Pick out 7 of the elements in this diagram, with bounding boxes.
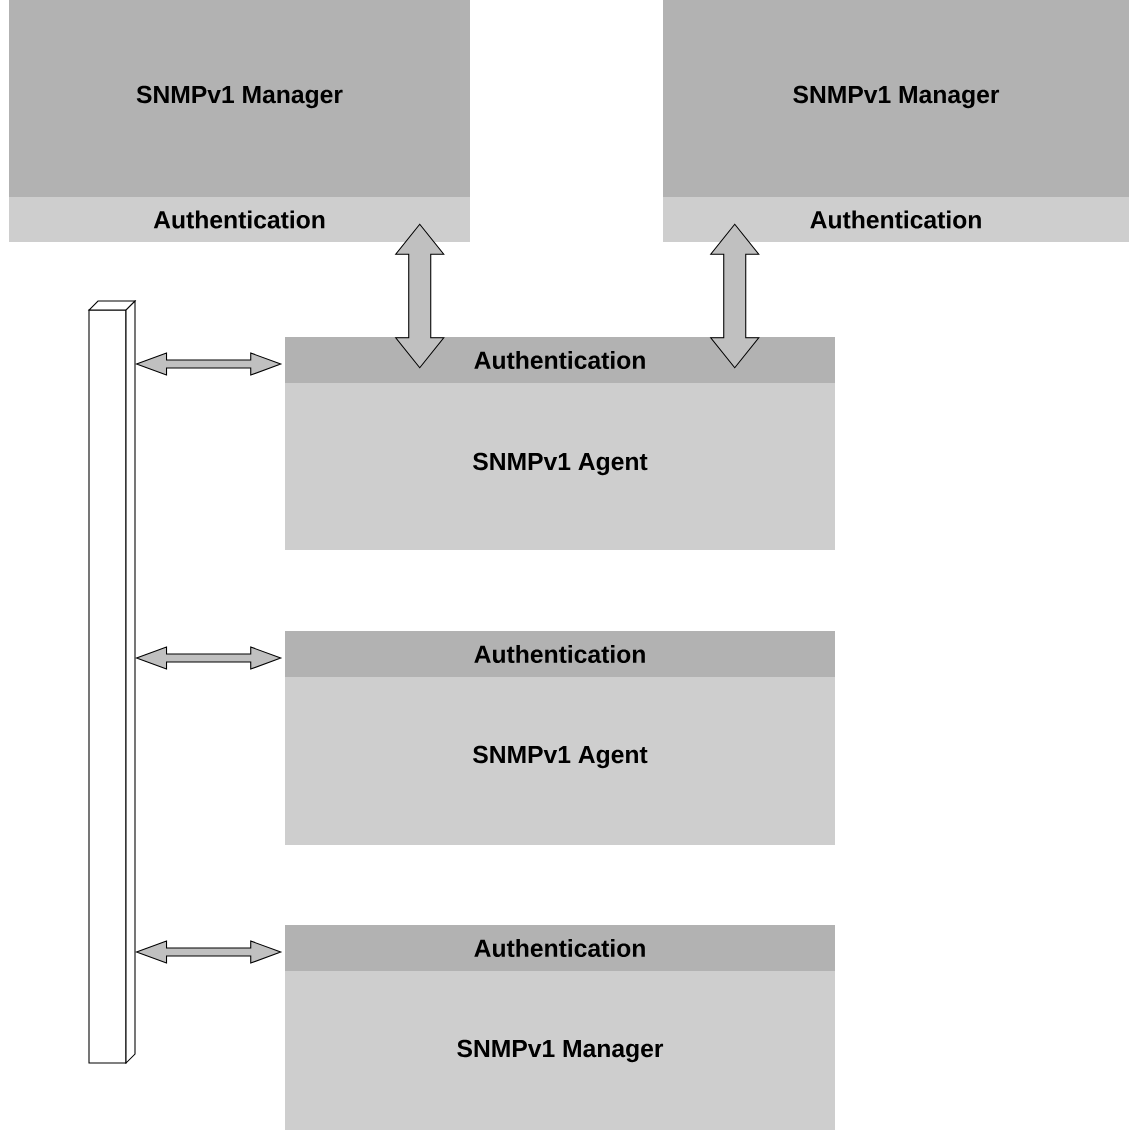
authentication-band: Authentication bbox=[285, 337, 835, 383]
double-arrow bbox=[709, 223, 760, 369]
authentication-band: Authentication bbox=[663, 197, 1129, 242]
authentication-band: Authentication bbox=[285, 925, 835, 971]
double-arrow bbox=[394, 223, 445, 369]
authentication-band: Authentication bbox=[9, 197, 470, 242]
authentication-band: Authentication bbox=[285, 631, 835, 677]
